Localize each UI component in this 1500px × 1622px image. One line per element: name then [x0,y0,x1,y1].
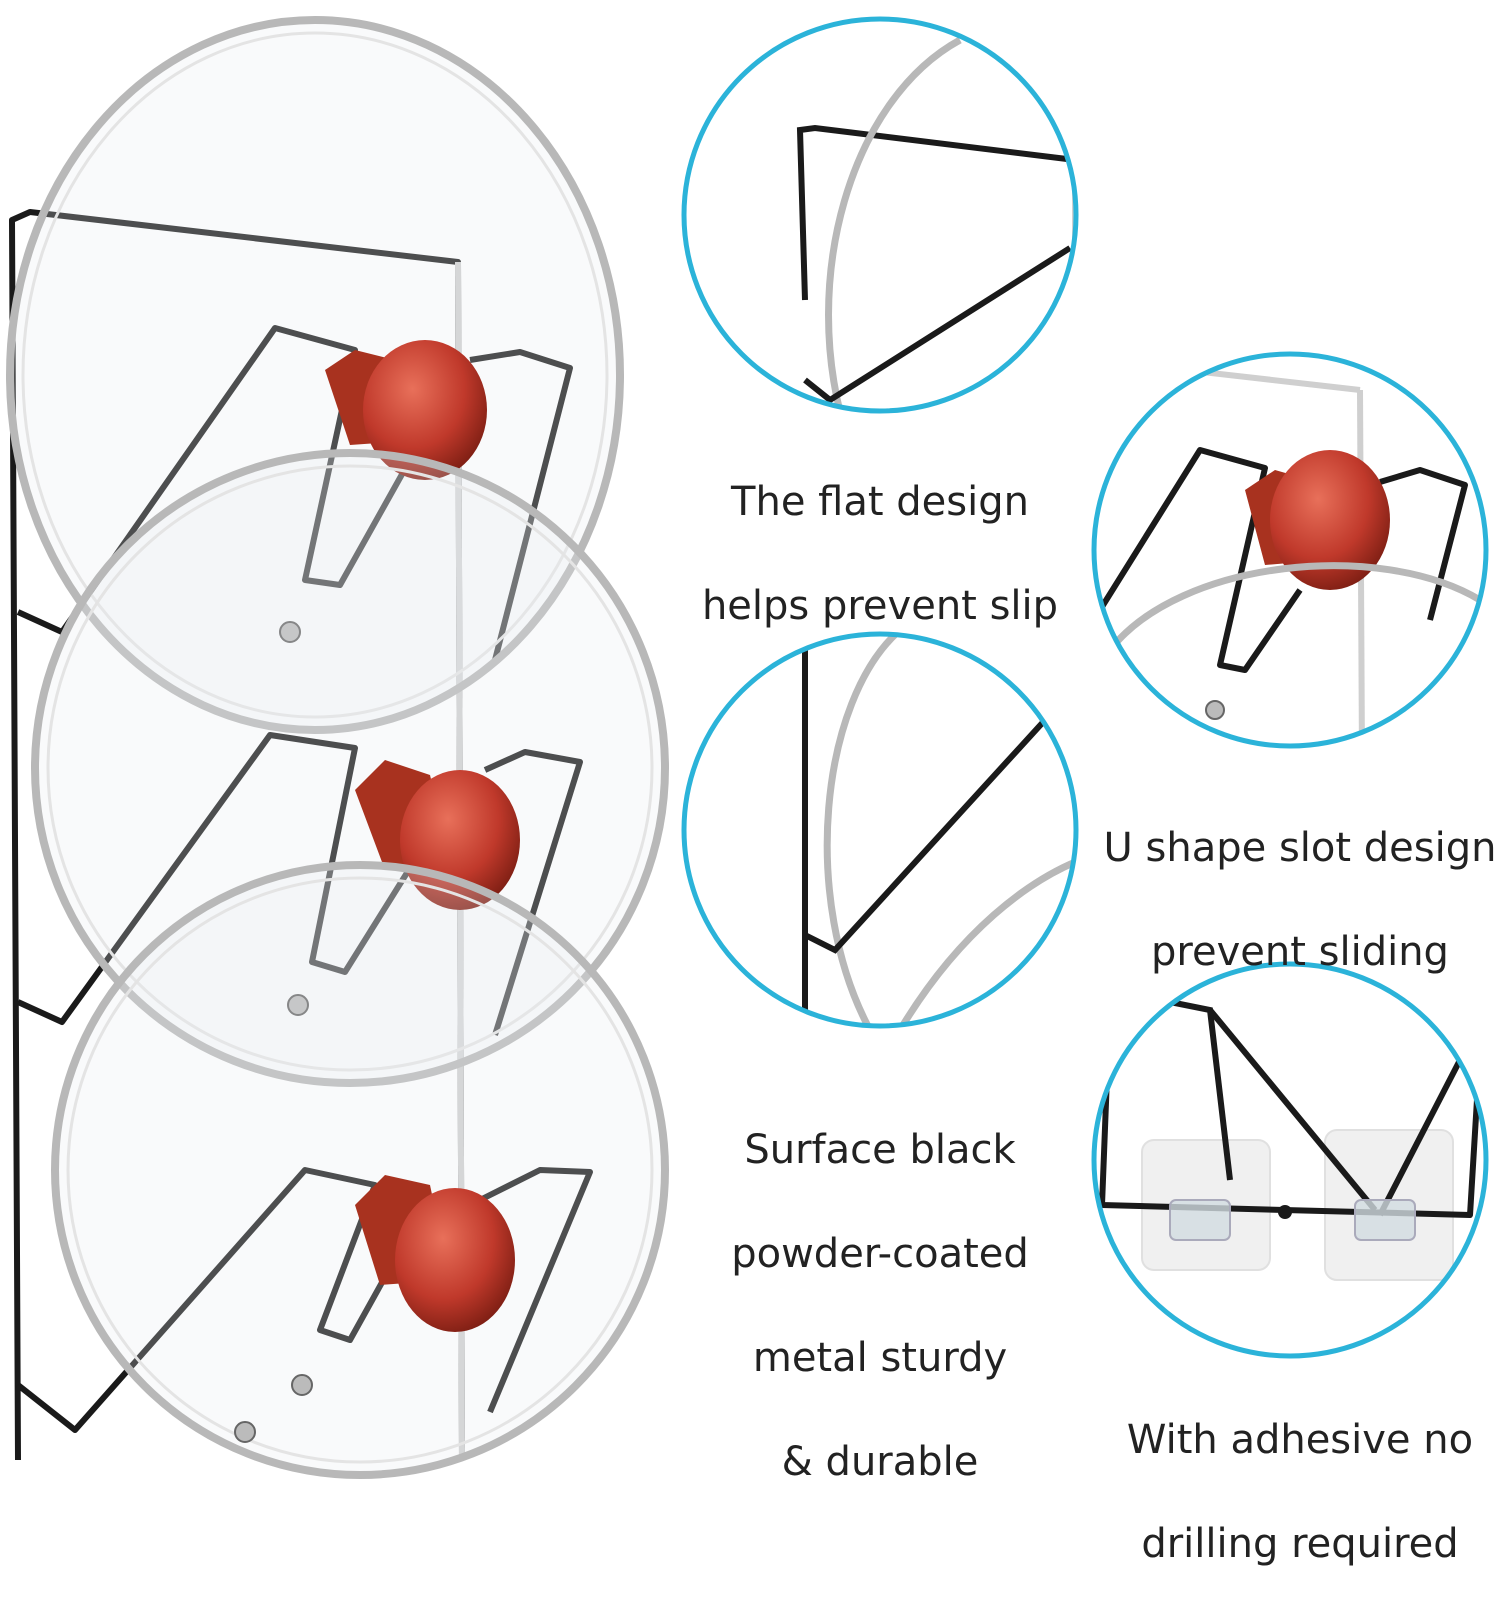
caption-u-shape: U shape slot design prevent sliding [1095,770,1500,1030]
caption-surface-line-4: & durable [781,1439,979,1485]
caption-adhesive-line-2: drilling required [1141,1521,1459,1567]
detail-circle-u-slot [1091,351,1489,749]
caption-u-shape-line-2: prevent sliding [1151,929,1449,975]
caption-flat-design: The flat design helps prevent slip [690,424,1070,684]
detail-circle-flat-design [681,16,1079,414]
lid-knob-top [325,340,487,480]
caption-surface: Surface black powder-coated metal sturdy… [690,1072,1070,1540]
glass-lid-bottom [51,861,669,1479]
product-illustration [6,16,1489,1479]
detail-circle-surface [681,631,1079,1029]
glass-lid-middle [31,449,669,1087]
caption-surface-line-3: metal sturdy [752,1335,1008,1381]
caption-surface-line-1: Surface black [744,1127,1016,1173]
caption-flat-design-line-2: helps prevent slip [701,583,1059,629]
lid-knob-bottom [355,1175,515,1332]
caption-adhesive: With adhesive no drilling required [1095,1362,1500,1622]
caption-adhesive-line-1: With adhesive no [1126,1417,1474,1463]
caption-surface-line-2: powder-coated [731,1231,1029,1277]
glass-lid-top [6,16,624,734]
lid-rack [6,16,669,1479]
detail-circle-adhesive [1091,961,1489,1359]
rack-hook-tier-2 [16,732,583,1036]
caption-u-shape-line-1: U shape slot design [1103,825,1497,871]
caption-flat-design-line-1: The flat design [731,479,1029,525]
